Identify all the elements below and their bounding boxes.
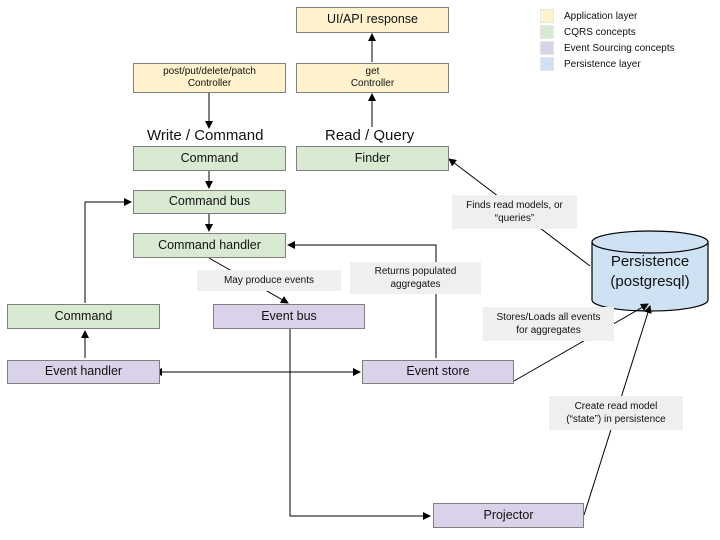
create-read-model-note: Create read model (“state”) in persisten… (549, 396, 683, 430)
legend-label-cqrs: CQRS concepts (564, 26, 636, 38)
legend-swatch-event-sourcing (540, 41, 554, 55)
write-controller-box: post/put/delete/patch Controller (133, 63, 286, 93)
command-box: Command (133, 146, 286, 171)
event-store-label: Event store (406, 364, 470, 379)
projector-label: Projector (483, 507, 534, 522)
legend: Application layer CQRS concepts Event So… (540, 8, 675, 72)
write-controller-line2: Controller (187, 78, 232, 89)
finder-label: Finder (354, 150, 391, 165)
create-read-model-line1: Create read model (574, 401, 658, 412)
stores-loads-line1: Stores/Loads all events (496, 312, 601, 323)
command-label: Command (180, 150, 239, 165)
may-produce-events-text: May produce events (223, 275, 315, 286)
command-left-label: Command (54, 308, 113, 323)
event-bus-box: Event bus (213, 304, 365, 329)
command-left-box: Command (7, 304, 160, 329)
arrow-leftcommand-to-bus (84, 198, 132, 303)
returns-populated-note: Returns populated aggregates (350, 262, 481, 294)
ui-api-response-label: UI/API response (326, 12, 418, 27)
legend-item-persistence: Persistence layer (540, 56, 675, 72)
event-handler-box: Event handler (7, 360, 160, 384)
legend-item-cqrs: CQRS concepts (540, 24, 675, 40)
returns-populated-line1: Returns populated (374, 266, 457, 277)
legend-item-application: Application layer (540, 8, 675, 24)
command-bus-box: Command bus (133, 190, 286, 214)
legend-label-persistence: Persistence layer (564, 58, 641, 70)
legend-swatch-persistence (540, 57, 554, 71)
persistence-label: Persistence (postgresql) (590, 252, 710, 291)
finds-read-models-line2: “queries” (494, 213, 535, 224)
legend-swatch-application (540, 9, 554, 23)
legend-label-event-sourcing: Event Sourcing concepts (564, 42, 675, 54)
legend-item-event-sourcing: Event Sourcing concepts (540, 40, 675, 56)
finder-box: Finder (296, 146, 449, 171)
command-bus-label: Command bus (168, 194, 251, 209)
create-read-model-line2: (“state”) in persistence (566, 414, 666, 425)
read-controller-line1: get (365, 65, 380, 77)
stores-loads-note: Stores/Loads all events for aggregates (483, 307, 614, 341)
persistence-label-line1: Persistence (610, 253, 690, 270)
arrow-eventstore-to-persistence (513, 303, 649, 382)
legend-swatch-cqrs (540, 25, 554, 39)
event-store-box: Event store (362, 360, 514, 384)
returns-populated-line2: aggregates (390, 279, 441, 290)
finds-read-models-line1: Finds read models, or (466, 200, 563, 211)
arrow-eventstore-to-handler (287, 241, 437, 358)
may-produce-events-note: May produce events (197, 270, 341, 291)
read-controller-box: get Controller (296, 63, 449, 93)
read-query-heading: Read / Query (325, 127, 415, 144)
command-handler-box: Command handler (133, 233, 286, 258)
read-controller-line2: Controller (350, 78, 395, 89)
legend-label-application: Application layer (564, 10, 638, 22)
write-command-heading: Write / Command (147, 127, 264, 144)
arrow-eventbus-to-projector (289, 329, 431, 520)
command-handler-label: Command handler (158, 237, 261, 252)
event-bus-label: Event bus (261, 308, 317, 323)
persistence-label-line2: (postgresql) (610, 272, 690, 290)
event-handler-label: Event handler (44, 364, 123, 379)
projector-box: Projector (433, 503, 584, 528)
ui-api-response-box: UI/API response (296, 7, 449, 33)
write-controller-line1: post/put/delete/patch (163, 65, 256, 77)
persistence-cylinder (591, 230, 709, 312)
stores-loads-line2: for aggregates (516, 325, 581, 336)
finds-read-models-note: Finds read models, or “queries” (452, 195, 577, 229)
